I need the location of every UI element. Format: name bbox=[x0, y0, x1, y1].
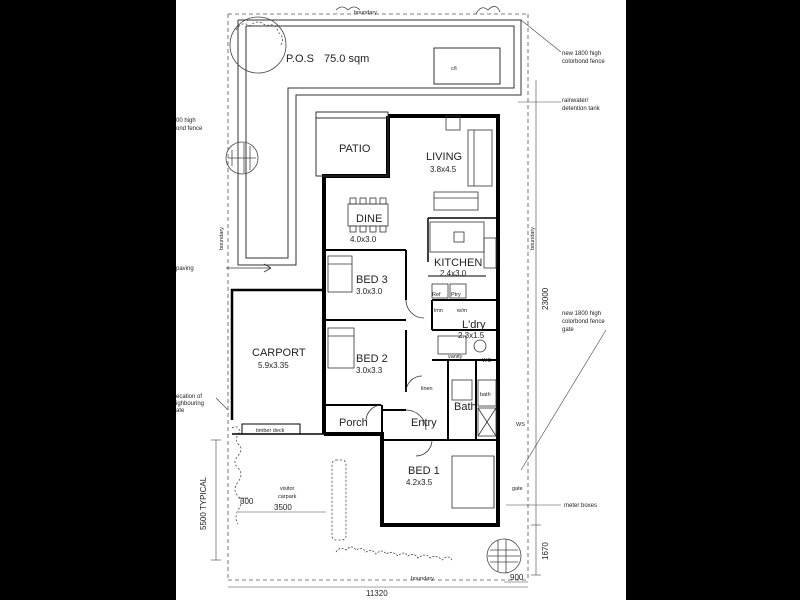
pantry-label: Ptry bbox=[451, 292, 461, 298]
elevation-note-2: ighbouring bbox=[176, 401, 204, 407]
carpark-label: carpark bbox=[278, 494, 297, 500]
fence-right-note-3: gate bbox=[562, 327, 574, 333]
elevation-note-3: ate bbox=[176, 408, 185, 414]
boundary-top-note: boundary bbox=[354, 10, 377, 16]
ref-label: Ref bbox=[432, 292, 441, 298]
boundary-right-note: boundary bbox=[530, 227, 536, 250]
laundry-label: L'dry bbox=[462, 319, 486, 331]
floor-plan-sheet: P.O.S 75.0 sqm boundary c/t new 1800 hig… bbox=[176, 0, 626, 600]
door-swings bbox=[365, 299, 433, 457]
bath-label: Bath bbox=[454, 401, 477, 413]
linen-label: linen bbox=[421, 386, 433, 392]
floor-plan-drawing: P.O.S 75.0 sqm boundary c/t new 1800 hig… bbox=[176, 6, 607, 598]
meter-boxes-note: meter boxes bbox=[564, 503, 597, 509]
boundary-left-note: boundary bbox=[219, 227, 225, 250]
carport-dimensions: 5.9x3.35 bbox=[258, 361, 289, 370]
dim-5500-typical: 5500 TYPICAL bbox=[199, 476, 208, 530]
lmn-label: lmn bbox=[434, 308, 443, 314]
dim-3500: 3500 bbox=[274, 503, 292, 512]
dim-23000: 23000 bbox=[541, 287, 550, 310]
bed1-label: BED 1 bbox=[408, 465, 440, 477]
bed3-dimensions: 3.0x3.0 bbox=[356, 287, 383, 296]
fence-left-note-1: 00 high bbox=[176, 118, 196, 124]
dine-dimensions: 4.0x3.0 bbox=[350, 235, 377, 244]
dine-label: DINE bbox=[356, 213, 382, 225]
elevation-note-1: ecation of bbox=[176, 394, 202, 400]
dim-1670: 1670 bbox=[541, 542, 550, 560]
fence-top-note-2: colorbond fence bbox=[562, 59, 605, 65]
bath-tub-label: bath bbox=[480, 392, 491, 398]
carport-label: CARPORT bbox=[252, 347, 306, 359]
site-boundary bbox=[227, 13, 529, 581]
ct-label: c/t bbox=[451, 66, 457, 72]
laundry-dimensions: 2.3x1.5 bbox=[458, 331, 485, 340]
dim-300: 300 bbox=[240, 497, 254, 506]
leader-lines bbox=[211, 19, 607, 588]
landscaping-shrubs bbox=[225, 6, 522, 574]
ws-note: WS bbox=[516, 422, 525, 428]
gate-note: gate bbox=[512, 486, 523, 492]
bed3-label: BED 3 bbox=[356, 274, 388, 286]
fence-left-note-2: ond fence bbox=[176, 126, 203, 132]
paving-note: paving bbox=[176, 266, 194, 272]
pos-label: P.O.S bbox=[286, 53, 314, 65]
visitor-label: visitor bbox=[280, 486, 295, 492]
timber-deck-label: timber deck bbox=[256, 428, 285, 434]
porch-label: Porch bbox=[339, 417, 368, 429]
living-dimensions: 3.8x4.5 bbox=[430, 165, 457, 174]
kitchen-label: KITCHEN bbox=[434, 257, 482, 269]
bed2-label: BED 2 bbox=[356, 353, 388, 365]
dim-11320: 11320 bbox=[366, 589, 388, 598]
patio-outline bbox=[315, 111, 389, 177]
furniture bbox=[327, 115, 497, 509]
vanity-label: vanity bbox=[448, 354, 463, 360]
fence-right-note-2: colorbond fence bbox=[562, 319, 605, 325]
bed1-dimensions: 4.2x3.5 bbox=[406, 478, 433, 487]
bed2-dimensions: 3.0x3.3 bbox=[356, 366, 383, 375]
kitchen-dimensions: 2.4x3.0 bbox=[440, 269, 467, 278]
carport-outline bbox=[230, 288, 324, 435]
dim-900: 900 bbox=[510, 573, 524, 582]
fence-right-note-1: new 1800 high bbox=[562, 311, 601, 317]
rainwater-note-1: rainwater/ bbox=[562, 98, 589, 104]
boundary-bottom-note: boundary bbox=[411, 576, 434, 582]
pos-area: 75.0 sqm bbox=[324, 53, 369, 65]
rainwater-note-2: detention tank bbox=[562, 106, 601, 112]
fence-top-note-1: new 1800 high bbox=[562, 51, 601, 57]
living-label: LIVING bbox=[426, 151, 462, 163]
washing-machine-label: w/m bbox=[456, 308, 468, 314]
wc-label: WC bbox=[482, 358, 491, 364]
patio-label: PATIO bbox=[339, 143, 371, 155]
entry-label: Entry bbox=[411, 417, 437, 429]
